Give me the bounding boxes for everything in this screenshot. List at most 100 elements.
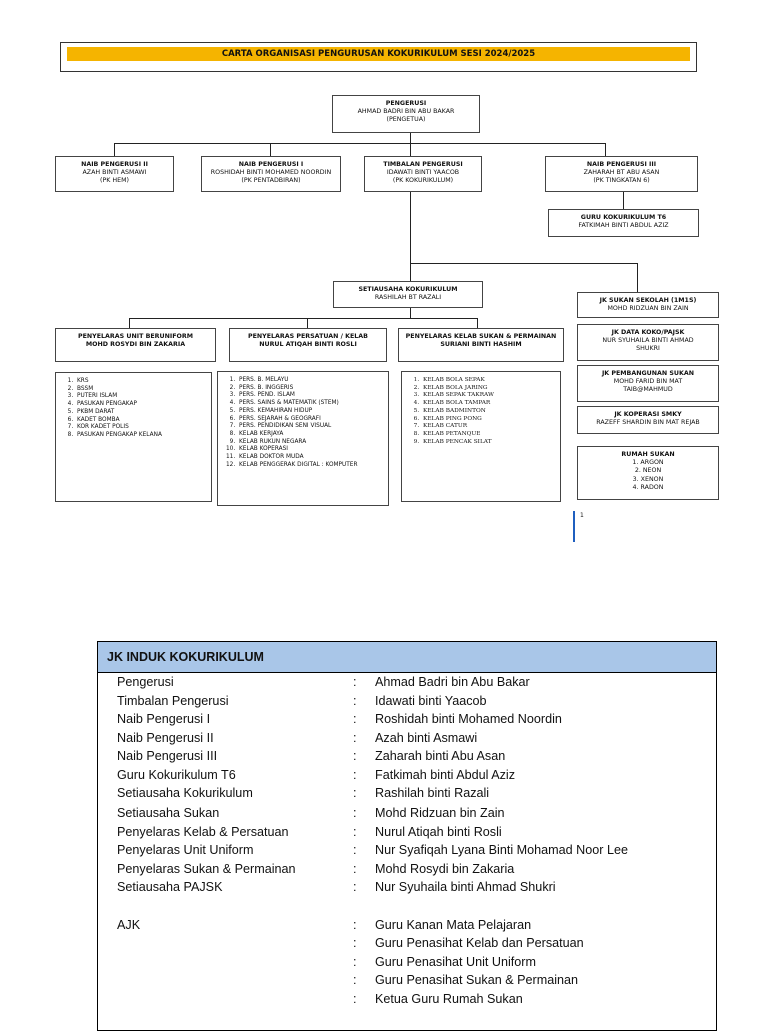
table-row: Guru Kokurikulum T6 : Fatkimah binti Abd… [98, 766, 716, 784]
ajk-row: : Guru Penasihat Unit Uniform [98, 953, 716, 971]
box-name-cont: TAIB@MAHMUD [623, 386, 673, 394]
sukan-list: KELAB BOLA SEPAK KELAB BOLA JARING KELAB… [401, 371, 561, 502]
box-title: PENGERUSI [385, 100, 427, 107]
box-name: FATKIMAH BINTI ABDUL AZIZ [578, 222, 669, 230]
list-item: BSSM [75, 386, 207, 394]
box-title: JK DATA KOKO/PAJSK [611, 329, 685, 336]
connector-line [410, 263, 638, 264]
colon: : [353, 768, 357, 782]
member-name: Nur Syuhaila binti Ahmad Shukri [375, 880, 556, 894]
guru-kokurikulum-t6-box: GURU KOKURIKULUM T6 FATKIMAH BINTI ABDUL… [548, 209, 699, 237]
connector-line [410, 133, 411, 156]
jk-data-koko-box: JK DATA KOKO/PAJSK NUR SYUHAILA BINTI AH… [577, 324, 719, 361]
ajk-row: : Guru Penasihat Sukan & Permainan [98, 971, 716, 989]
jk-induk-table: JK INDUK KOKURIKULUM Pengerusi : Ahmad B… [97, 641, 717, 1031]
connector-line [637, 263, 638, 292]
colon: : [353, 992, 357, 1006]
ajk-row: : Ketua Guru Rumah Sukan [98, 990, 716, 1008]
colon: : [353, 973, 357, 987]
list-item: KRS [75, 378, 207, 386]
ajk-item: Guru Penasihat Sukan & Permainan [375, 973, 579, 987]
colon: : [353, 843, 357, 857]
penyelaras-persatuan-box: PENYELARAS PERSATUAN / KELAB NURUL ATIQA… [229, 328, 387, 362]
list-item: PERS. PENDIDIKAN SENI VISUAL [237, 423, 384, 431]
colon: : [353, 712, 357, 726]
pengerusi-box: PENGERUSI AHMAD BADRI BIN ABU BAKAR (PEN… [332, 95, 480, 133]
role-label: Penyelaras Unit Uniform [117, 843, 254, 857]
box-name: ZAHARAH BT ABU ASAN [583, 169, 660, 177]
ajk-label: AJK [117, 918, 141, 932]
chart-title: CARTA ORGANISASI PENGURUSAN KOKURIKULUM … [221, 49, 536, 59]
table-header-title: JK INDUK KOKURIKULUM [107, 650, 264, 664]
ajk-item: Guru Kanan Mata Pelajaran [375, 918, 532, 932]
list-item: KELAB KERJAYA [237, 431, 384, 439]
role-label: Penyelaras Kelab & Persatuan [117, 825, 289, 839]
penyelaras-sukan-box: PENYELARAS KELAB SUKAN & PERMAINAN SURIA… [398, 328, 564, 362]
table-header: JK INDUK KOKURIKULUM [98, 642, 716, 673]
box-name: ROSHIDAH BINTI MOHAMED NOORDIN [210, 169, 332, 177]
colon: : [353, 955, 357, 969]
box-name: RAZEFF SHARDIN BIN MAT REJAB [596, 419, 700, 427]
house-item: 2. NEON [634, 467, 662, 475]
table-row: Naib Pengerusi III : Zaharah binti Abu A… [98, 747, 716, 765]
connector-line [129, 318, 130, 328]
ajk-row: : Guru Penasihat Kelab dan Persatuan [98, 934, 716, 952]
box-name: NURUL ATIQAH BINTI ROSLI [259, 341, 357, 349]
list-item: PERS. B. MELAYU [237, 377, 384, 385]
uniform-list: KRS BSSM PUTERI ISLAM PASUKAN PENGAKAP P… [55, 372, 212, 502]
box-name: SURIANI BINTI HASHIM [440, 341, 522, 349]
box-title: TIMBALAN PENGERUSI [383, 161, 463, 168]
list-item: KELAB BOLA JARING [421, 385, 556, 393]
box-role: (PK KOKURIKULUM) [392, 177, 454, 185]
member-name: Roshidah binti Mohamed Noordin [375, 712, 562, 726]
list-item: KELAB BADMINTON [421, 408, 556, 416]
role-label: Naib Pengerusi II [117, 731, 214, 745]
box-title: NAIB PENGERUSI III [586, 161, 657, 168]
list-item: KELAB BOLA SEPAK [421, 377, 556, 385]
box-title: NAIB PENGERUSI II [81, 161, 148, 168]
member-name: Zaharah binti Abu Asan [375, 749, 506, 763]
colon: : [353, 918, 357, 932]
jk-koperasi-box: JK KOPERASI SMKY RAZEFF SHARDIN BIN MAT … [577, 406, 719, 434]
box-name: AHMAD BADRI BIN ABU BAKAR [357, 108, 455, 116]
colon: : [353, 675, 357, 689]
table-row: Naib Pengerusi II : Azah binti Asmawi [98, 729, 716, 747]
timbalan-pengerusi-box: TIMBALAN PENGERUSI IDAWATI BINTI YAACOB … [364, 156, 482, 192]
box-title: GURU KOKURIKULUM T6 [580, 214, 667, 221]
colon: : [353, 749, 357, 763]
jk-sukan-sekolah-box: JK SUKAN SEKOLAH (1M1S) MOHD RIDZUAN BIN… [577, 292, 719, 318]
connector-line [410, 192, 411, 281]
box-name: AZAH BINTI ASMAWI [82, 169, 147, 177]
list-item: KELAB PING PONG [421, 416, 556, 424]
connector-line [270, 143, 271, 156]
house-item: 1. ARGON [632, 459, 664, 467]
page-number: 1 [580, 512, 584, 519]
colon: : [353, 862, 357, 876]
list-item: KOR KADET POLIS [75, 424, 207, 432]
colon: : [353, 880, 357, 894]
colon: : [353, 786, 357, 800]
list-item: KELAB BOLA TAMPAR [421, 400, 556, 408]
setiausaha-kokurikulum-box: SETIAUSAHA KOKURIKULUM RASHILAH BT RAZAL… [333, 281, 483, 308]
box-role: (PK HEM) [100, 177, 129, 185]
ajk-item: Guru Penasihat Kelab dan Persatuan [375, 936, 584, 950]
list-item: PERS. B. INGGERIS [237, 385, 384, 393]
jk-pembangunan-sukan-box: JK PEMBANGUNAN SUKAN MOHD FARID BIN MAT … [577, 365, 719, 402]
box-role: (PK PENTADBIRAN) [241, 177, 301, 185]
list-item: KELAB CATUR [421, 423, 556, 431]
connector-line [129, 318, 478, 319]
ajk-item: Ketua Guru Rumah Sukan [375, 992, 523, 1006]
table-row: Penyelaras Unit Uniform : Nur Syafiqah L… [98, 841, 716, 859]
box-title: PENYELARAS UNIT BERUNIFORM [77, 333, 194, 340]
member-name: Nurul Atiqah binti Rosli [375, 825, 502, 839]
member-name: Mohd Ridzuan bin Zain [375, 806, 505, 820]
table-row: Setiausaha Sukan : Mohd Ridzuan bin Zain [98, 804, 716, 822]
chart-title-box: CARTA ORGANISASI PENGURUSAN KOKURIKULUM … [60, 42, 697, 72]
ajk-row: AJK : Guru Kanan Mata Pelajaran [98, 916, 716, 934]
member-name: Mohd Rosydi bin Zakaria [375, 862, 515, 876]
role-label: Timbalan Pengerusi [117, 694, 229, 708]
list-item: PASUKAN PENGAKAP [75, 401, 207, 409]
role-label: Naib Pengerusi I [117, 712, 211, 726]
box-title: JK SUKAN SEKOLAH (1M1S) [599, 297, 697, 304]
connector-line [410, 308, 411, 318]
